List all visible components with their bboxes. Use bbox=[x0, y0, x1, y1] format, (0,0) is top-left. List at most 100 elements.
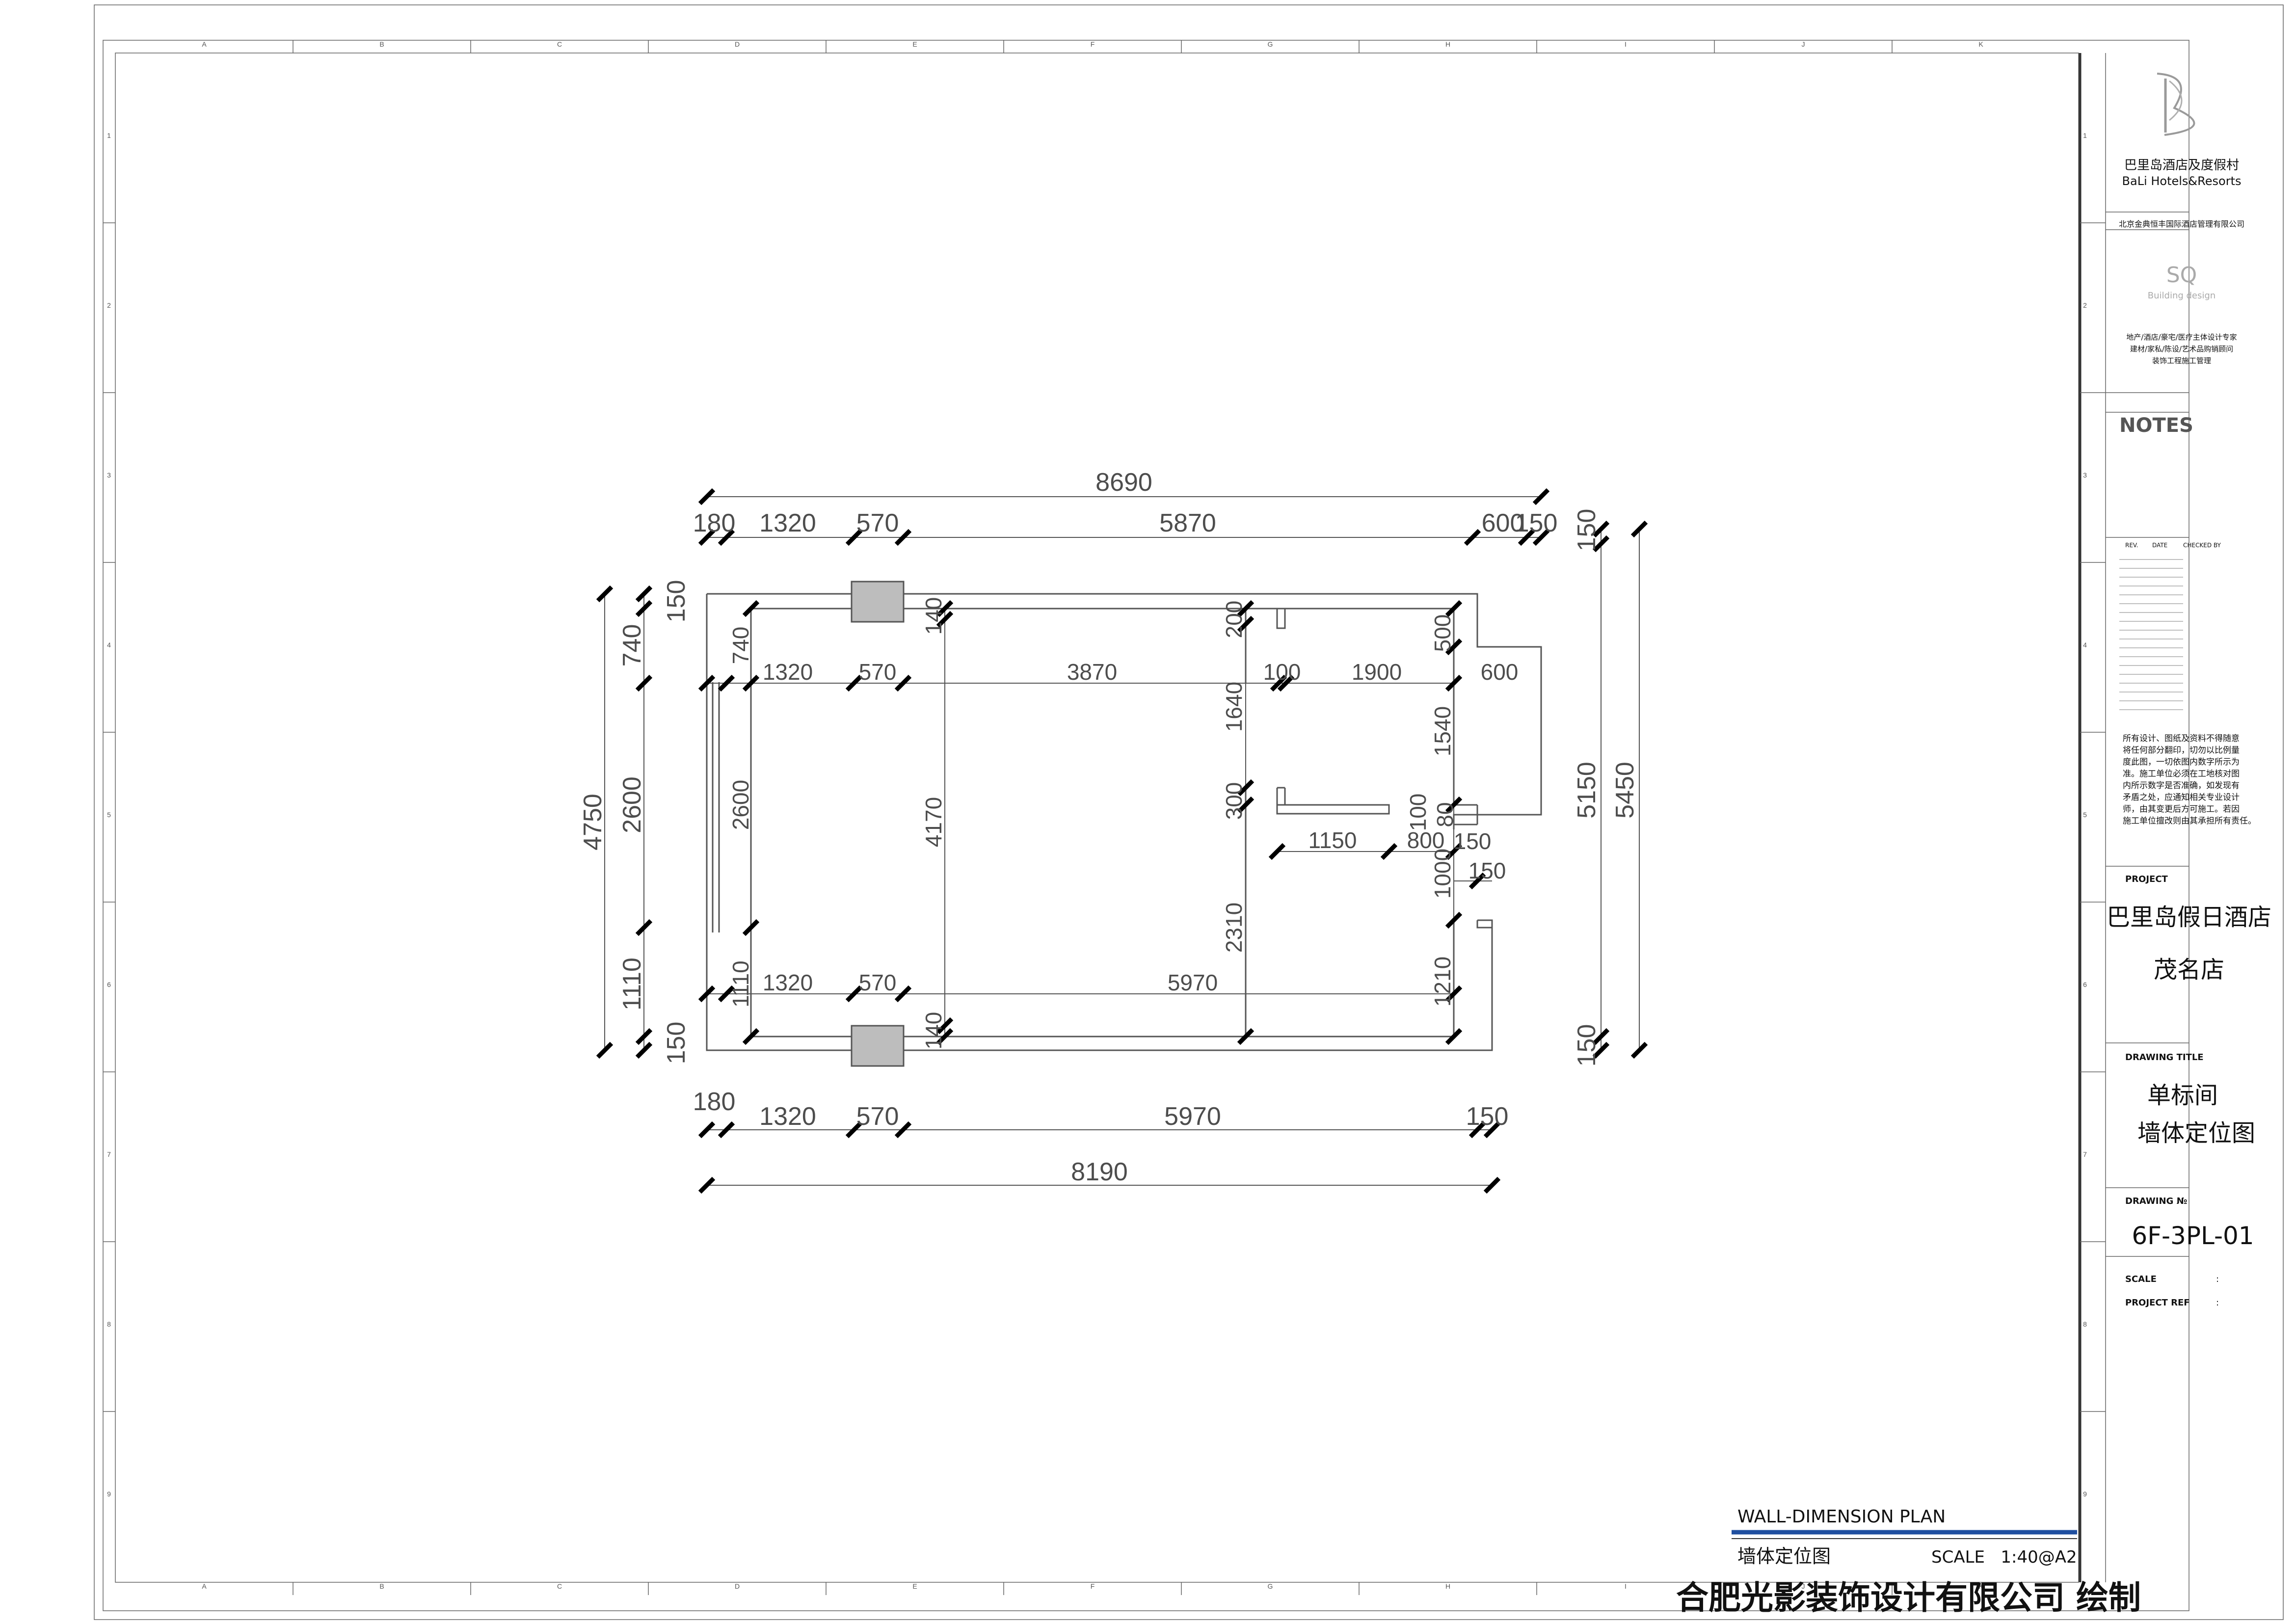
service-1: 地产/酒店/豪宅/医疗主体设计专家 bbox=[2126, 333, 2237, 342]
footer-title-block: WALL-DIMENSION PLAN 墙体定位图 SCALE 1:40@A2 … bbox=[1676, 1507, 2141, 1617]
dim-bottom-inner-1: 1320 bbox=[763, 970, 813, 995]
dim-tick bbox=[1237, 796, 1255, 814]
grid-col-label: C bbox=[557, 1582, 562, 1590]
dim-200: 200 bbox=[1221, 601, 1247, 639]
dim-tick bbox=[742, 674, 760, 692]
note-line: 师，由其变更后方可施工。若因 bbox=[2123, 804, 2240, 814]
dim-150-a: 150 bbox=[1454, 828, 1492, 854]
dim-tick bbox=[718, 529, 735, 546]
dim-tick bbox=[845, 674, 863, 692]
drawing-title-label: DRAWING TITLE bbox=[2125, 1052, 2204, 1063]
company-name: 北京金典恒丰国际酒店管理有限公司 bbox=[2119, 219, 2244, 229]
dim-tick bbox=[635, 1041, 653, 1059]
note-line: 施工单位擅改则由其承担所有责任。 bbox=[2123, 816, 2256, 826]
dim-1210: 1210 bbox=[1430, 957, 1455, 1007]
dim-tick bbox=[635, 1028, 653, 1045]
dim-300: 300 bbox=[1221, 782, 1247, 820]
dim-tick bbox=[698, 674, 716, 692]
dim-right-top: 150 bbox=[1573, 509, 1601, 552]
dim-tick bbox=[1592, 520, 1610, 538]
revision-table-lines bbox=[2119, 559, 2183, 710]
bath-door-jamb bbox=[1476, 920, 1492, 929]
dim-tick bbox=[1464, 529, 1481, 546]
grid-frame-outer bbox=[103, 40, 2189, 1611]
dimension-ticks bbox=[596, 488, 1648, 1194]
grid-row-label: 8 bbox=[107, 1320, 111, 1328]
dim-2310: 2310 bbox=[1221, 903, 1247, 953]
dim-140-top: 140 bbox=[921, 597, 946, 635]
grid-row-label: 4 bbox=[2083, 641, 2087, 649]
dim-500: 500 bbox=[1430, 614, 1455, 652]
grid-col-label: G bbox=[1268, 1582, 1273, 1590]
dim-tick bbox=[698, 985, 716, 1003]
note-line: 所有设计、图纸及资料不得随意 bbox=[2123, 734, 2240, 744]
dim-800: 800 bbox=[1407, 827, 1445, 853]
dim-bottom-2: 1320 bbox=[759, 1102, 816, 1131]
dim-tick bbox=[1592, 535, 1610, 553]
grid-row-label: 2 bbox=[2083, 301, 2087, 309]
dim-tick bbox=[1518, 529, 1535, 546]
drawing-no-label: DRAWING № bbox=[2125, 1196, 2187, 1206]
dim-bottom-inner-2: 570 bbox=[859, 970, 897, 995]
grid-col-label: A bbox=[202, 40, 207, 48]
dim-100-bath: 100 bbox=[1405, 794, 1431, 831]
dim-tick bbox=[596, 585, 614, 603]
dimension-lines bbox=[604, 496, 1640, 1186]
dim-tick bbox=[596, 1041, 614, 1059]
grid-col-label: E bbox=[912, 40, 917, 48]
grid-col-label: G bbox=[1268, 40, 1273, 48]
grid-row-label: 5 bbox=[2083, 811, 2087, 819]
dim-left-overall: 4750 bbox=[579, 794, 607, 851]
dim-tick bbox=[845, 985, 863, 1003]
dim-top-3: 570 bbox=[856, 509, 899, 537]
dim-tick bbox=[894, 1121, 912, 1139]
grid-row-label: 4 bbox=[107, 641, 111, 649]
dim-left-3: 2600 bbox=[618, 776, 646, 833]
dim-tick bbox=[698, 1121, 716, 1139]
grid-col-label: I bbox=[1625, 1582, 1627, 1590]
dim-bottom-inner-3: 5970 bbox=[1168, 970, 1218, 995]
dim-left-inner-1: 740 bbox=[728, 627, 753, 665]
grid-row-label: 9 bbox=[2083, 1490, 2087, 1498]
grid-col-label: H bbox=[1445, 1582, 1450, 1590]
drawing-no: 6F-3PL-01 bbox=[2132, 1222, 2254, 1250]
drawing-title-2: 墙体定位图 bbox=[2137, 1119, 2255, 1147]
scale-label: SCALE bbox=[2125, 1274, 2157, 1284]
dim-tick bbox=[698, 1176, 716, 1194]
grid-col-label: K bbox=[1978, 40, 1983, 48]
dim-bottom-3: 570 bbox=[856, 1102, 899, 1131]
dim-right-bottom: 150 bbox=[1573, 1024, 1601, 1067]
structural-column-bottom bbox=[851, 1025, 905, 1067]
outer-border bbox=[94, 4, 2284, 1620]
dim-tick bbox=[1445, 600, 1463, 617]
note-line: 准。施工单位必须在工地核对图 bbox=[2123, 769, 2240, 779]
dim-top-5: 600 bbox=[1482, 509, 1524, 537]
dim-tick bbox=[635, 919, 653, 936]
bath-partition bbox=[1276, 788, 1390, 815]
dim-tick bbox=[698, 529, 716, 546]
design-logo: SQ bbox=[2166, 263, 2197, 288]
grid-col-label: H bbox=[1445, 40, 1450, 48]
dim-inner-3: 3870 bbox=[1067, 659, 1117, 685]
dim-140-bottom: 140 bbox=[921, 1012, 946, 1050]
grid-col-label: F bbox=[1091, 40, 1095, 48]
note-line: 将任何部分翻印，切勿以比例量 bbox=[2123, 745, 2240, 755]
dim-tick bbox=[635, 674, 653, 692]
project-label: PROJECT bbox=[2125, 874, 2168, 884]
dim-left-inner-3: 1110 bbox=[728, 960, 753, 1008]
dim-1150: 1150 bbox=[1308, 827, 1357, 853]
dim-tick bbox=[1445, 911, 1463, 929]
dim-tick bbox=[1630, 1041, 1648, 1059]
dim-tick bbox=[936, 1028, 954, 1045]
dim-tick bbox=[1268, 843, 1286, 860]
dim-1000: 1000 bbox=[1430, 849, 1455, 899]
grid-row-label: 7 bbox=[107, 1150, 111, 1158]
note-line: 内所示数字是否准确，如发现有 bbox=[2123, 781, 2240, 791]
outer-wall-south bbox=[706, 594, 1493, 1051]
dim-top-6: 150 bbox=[1515, 509, 1558, 537]
grid-row-label: 1 bbox=[2083, 132, 2087, 139]
structural-column-top bbox=[851, 581, 905, 623]
title-block: 巴里岛酒店及度假村 BaLi Hotels&Resorts 北京金典恒丰国际酒店… bbox=[2106, 73, 2271, 1308]
